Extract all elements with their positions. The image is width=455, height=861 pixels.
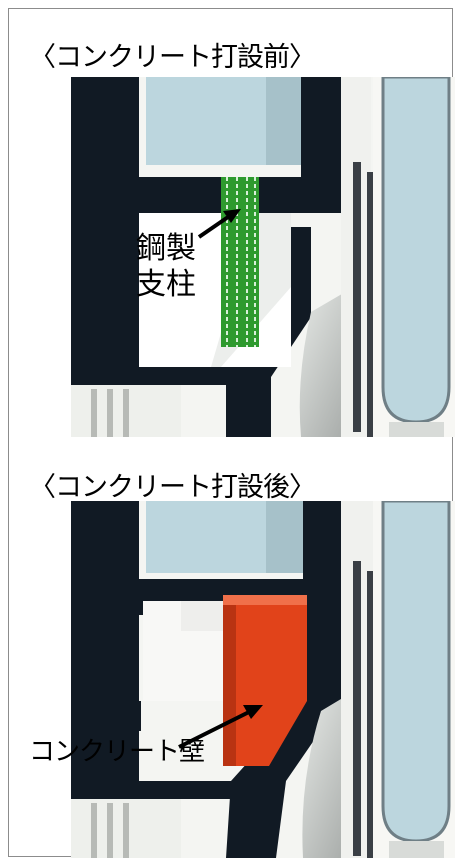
section-title-after: 〈コンクリート打設後〉 (29, 472, 316, 503)
glass-tube (381, 77, 451, 424)
render-before-pour (71, 77, 455, 437)
steel-column-label: 鋼製 支柱 (136, 231, 196, 303)
frame-beam (71, 781, 231, 799)
frame-column (303, 501, 341, 591)
concrete-wall (223, 595, 307, 766)
section-title-before: 〈コンクリート打設前〉 (29, 42, 316, 73)
figure-frame: 〈コンクリート打設前〉 (8, 8, 455, 858)
concrete-wall-label: コンクリート壁 (29, 737, 205, 767)
glass-tube (381, 501, 451, 843)
frame-column (301, 77, 341, 187)
steel-column (221, 177, 259, 347)
render-after-pour (71, 501, 455, 858)
steel-column-label-line2: 支柱 (136, 267, 196, 302)
steel-column-label-line1: 鋼製 (136, 231, 196, 266)
callout-arrow (178, 705, 263, 749)
frame-beam (71, 367, 231, 385)
callout-arrow (197, 209, 241, 239)
